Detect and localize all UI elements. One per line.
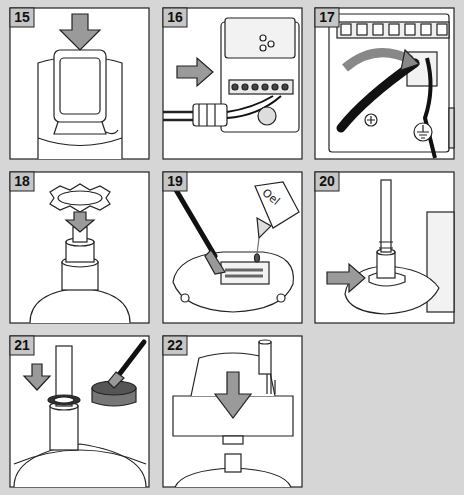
o-ring-grease-step [14, 342, 146, 487]
callout-number: 18 [10, 173, 34, 190]
oiling-step [169, 178, 299, 312]
step-number-tags [10, 8, 339, 355]
callout-number: 19 [163, 173, 187, 190]
callout-number: 20 [315, 173, 339, 190]
step-panels [10, 8, 454, 487]
callout-number: 22 [163, 337, 187, 354]
cable-entry-step [163, 18, 299, 132]
capacitor-cover-step [38, 14, 122, 159]
wiring-step [329, 14, 454, 158]
callout-number: 15 [10, 9, 34, 26]
seal-ring-step [30, 184, 130, 323]
callout-number: 16 [163, 9, 187, 26]
callout-number: 21 [10, 337, 34, 354]
flange-plate-step [327, 180, 454, 314]
motor-housing-step [173, 340, 293, 487]
callout-number: 17 [315, 9, 339, 26]
